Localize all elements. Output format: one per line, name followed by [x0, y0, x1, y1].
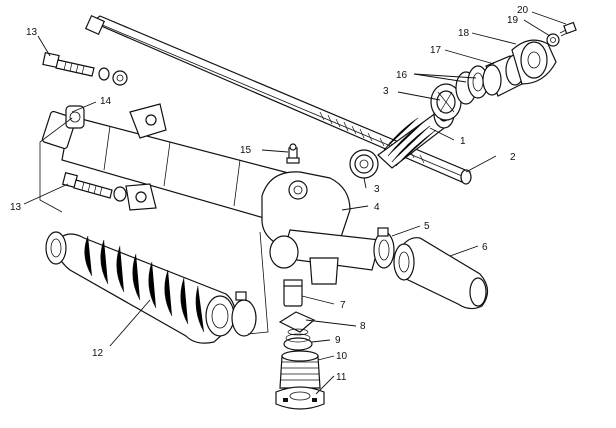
thrust-pad	[278, 311, 316, 333]
right-boot	[393, 237, 489, 310]
callout-8: 8	[360, 321, 366, 332]
callout-20: 20	[517, 5, 529, 16]
callout-11: 11	[336, 372, 347, 383]
callout-3a: 3	[383, 86, 389, 97]
callout-2: 2	[510, 152, 516, 163]
callout-10: 10	[336, 351, 348, 362]
callout-labels: 1 2 3 3 4 5 6 7 8 9 10 11 12 13 13 14 15…	[10, 5, 529, 383]
pinion-housing	[261, 171, 381, 285]
locknut	[275, 386, 325, 410]
right-boot-clamp	[373, 227, 395, 269]
callout-19: 19	[507, 15, 519, 26]
callout-18: 18	[458, 28, 470, 39]
upper-bolt	[42, 51, 128, 86]
callout-3b: 3	[374, 184, 380, 195]
grease-nipple	[286, 143, 300, 164]
end-cap	[511, 39, 557, 85]
callout-12: 12	[92, 348, 104, 359]
leader-lines	[23, 11, 567, 395]
washer	[546, 33, 560, 47]
callout-7: 7	[340, 300, 346, 311]
callout-1: 1	[460, 136, 466, 147]
rack-housing	[41, 103, 301, 227]
callout-13b: 13	[10, 202, 22, 213]
lower-bolt	[61, 171, 127, 202]
adjusting-screw	[559, 21, 577, 37]
callout-13a: 13	[26, 27, 38, 38]
thrust-piece	[283, 279, 303, 307]
lower-bearing	[349, 149, 379, 179]
spring	[283, 328, 313, 351]
callout-4: 4	[374, 202, 380, 213]
rack-bar	[84, 14, 472, 185]
callout-14: 14	[100, 96, 112, 107]
callout-9: 9	[335, 335, 341, 346]
callout-6: 6	[482, 242, 488, 253]
callout-17: 17	[430, 45, 442, 56]
adjusting-plug	[279, 350, 321, 389]
boot-clamp-right	[231, 291, 257, 337]
callout-16: 16	[396, 70, 408, 81]
seal-rings	[455, 65, 489, 105]
assembly-bracket-lines	[39, 117, 269, 335]
pinion-gear	[377, 99, 455, 169]
upper-bearing	[430, 83, 462, 121]
rack-boot	[45, 231, 236, 344]
callout-5: 5	[424, 221, 430, 232]
callout-15: 15	[240, 145, 252, 156]
